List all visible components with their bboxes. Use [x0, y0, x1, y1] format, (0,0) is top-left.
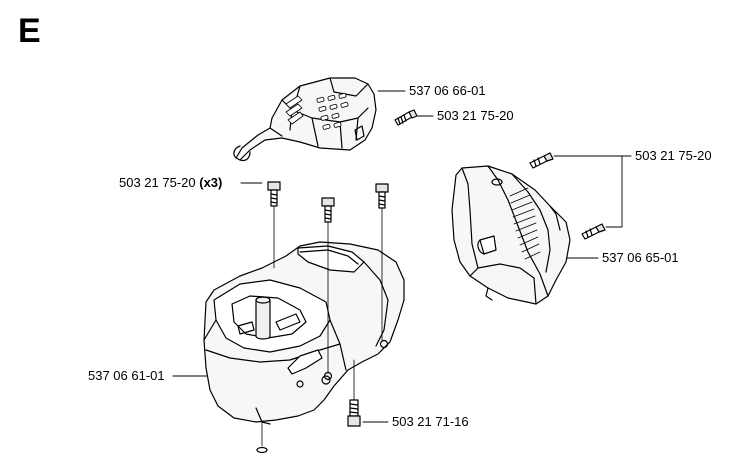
label-housing-screws-qty: (x3): [199, 175, 223, 190]
label-top-cover-screw: 503 21 75-20: [437, 108, 514, 123]
housing-bottom-stud: [256, 421, 268, 453]
housing-screw-right: [375, 183, 389, 349]
housing-screw-middle: [321, 197, 335, 381]
label-housing-screws: 503 21 75-20 (x3): [119, 175, 223, 190]
leader-lines: [172, 90, 632, 423]
label-side-cover-part: 537 06 65-01: [602, 250, 679, 265]
section-letter: E: [18, 12, 41, 50]
top-cover-part: [233, 77, 377, 162]
side-cover-part: [451, 165, 571, 305]
label-bottom-screw: 503 21 71-16: [392, 414, 469, 429]
side-cover-screw-lower: [581, 223, 606, 240]
bottom-screw: [347, 359, 361, 427]
label-side-cover-screw: 503 21 75-20: [635, 148, 712, 163]
side-cover-screw-upper: [529, 152, 554, 169]
housing-screw-left: [267, 181, 281, 269]
label-top-cover-part: 537 06 66-01: [409, 83, 486, 98]
label-housing-part: 537 06 61-01: [88, 368, 165, 383]
top-cover-screw: [394, 109, 418, 126]
housing-part: [203, 241, 405, 425]
